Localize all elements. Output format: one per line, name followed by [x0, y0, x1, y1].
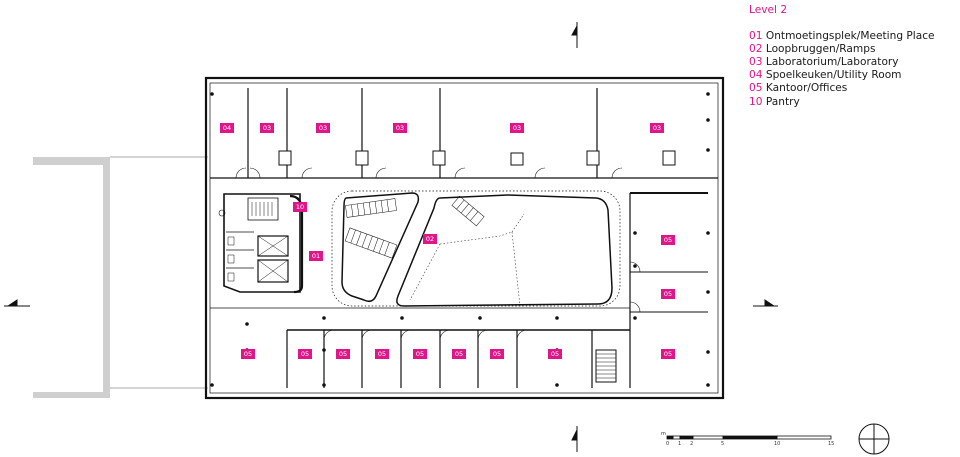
legend: Level 2 01 Ontmoetingsplek/Meeting Place…	[749, 4, 935, 109]
bridge-connection	[33, 156, 208, 398]
legend-item-pantry: 10 Pantry	[749, 95, 800, 108]
room-tag-office: 05	[336, 349, 350, 359]
room-tag-lab: 03	[260, 123, 274, 133]
scale-tick: 15	[828, 441, 835, 447]
section-marker-bottom	[571, 426, 578, 452]
room-tag-office: 05	[661, 289, 675, 299]
scale-tick: 10	[774, 441, 781, 447]
room-tag-lab: 03	[510, 123, 524, 133]
room-tag-office: 05	[241, 349, 255, 359]
scale-tick: 5	[721, 441, 725, 447]
room-tag-lab: 03	[393, 123, 407, 133]
atrium-outline	[331, 190, 621, 307]
section-marker-top	[571, 22, 578, 48]
east-office-zone	[629, 192, 708, 388]
room-tag-meeting: 01	[309, 251, 323, 261]
legend-item-meeting: 01 Ontmoetingsplek/Meeting Place	[749, 30, 935, 43]
room-tag-ramps: 02	[423, 234, 437, 244]
south-office-zone	[210, 307, 630, 388]
lab-doors	[235, 167, 623, 179]
legend-level-title: Level 2	[749, 4, 788, 16]
section-marker-right	[753, 299, 778, 307]
north-arrow-icon	[858, 423, 890, 455]
legend-item-offices: 05 Kantoor/Offices	[749, 82, 848, 95]
room-tag-lab: 03	[316, 123, 330, 133]
room-tag-office: 05	[298, 349, 312, 359]
room-tag-office: 05	[490, 349, 504, 359]
structural-columns	[210, 92, 710, 387]
room-tag-office: 05	[413, 349, 427, 359]
lab-shafts	[278, 150, 676, 166]
legend-item-ramps: 02 Loopbruggen/Ramps	[749, 43, 876, 56]
room-tag-lab: 03	[650, 123, 664, 133]
building-outline	[204, 76, 725, 400]
scale-tick: 2	[690, 441, 694, 447]
room-tag-utility: 04	[220, 123, 234, 133]
legend-item-utility: 04 Spoelkeuken/Utility Room	[749, 69, 902, 82]
room-tag-office: 05	[661, 235, 675, 245]
scale-tick: 1	[678, 441, 682, 447]
room-tag-pantry: 10	[293, 202, 307, 212]
room-tag-office: 05	[548, 349, 562, 359]
room-tag-office: 05	[375, 349, 389, 359]
room-tag-office: 05	[452, 349, 466, 359]
legend-item-laboratory: 03 Laboratorium/Laboratory	[749, 56, 899, 69]
section-marker-left	[4, 299, 30, 307]
atrium-stairs	[344, 195, 485, 259]
scale-unit: m	[661, 431, 666, 437]
room-tag-office: 05	[661, 349, 675, 359]
scale-bar	[666, 435, 832, 440]
service-core	[218, 193, 304, 294]
scale-tick: 0	[666, 441, 670, 447]
